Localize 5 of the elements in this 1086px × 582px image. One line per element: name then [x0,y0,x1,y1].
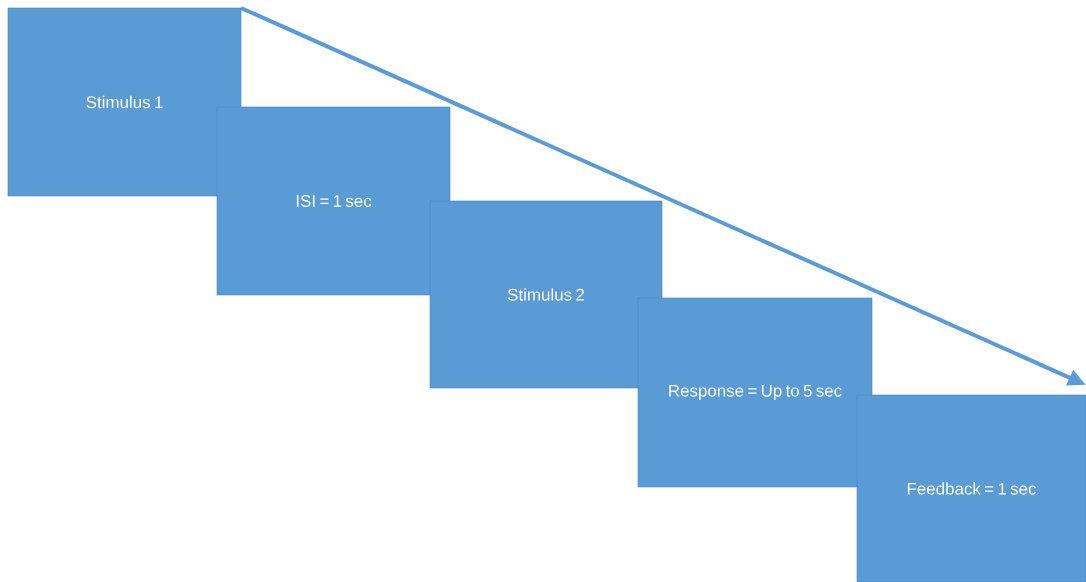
step-box: Stimulus 2 [429,200,663,389]
step-box: ISI = 1 sec [216,106,451,296]
step-box: Feedback = 1 sec [856,394,1086,582]
step-box: Stimulus 1 [7,7,242,197]
step-box: Response = Up to 5 sec [637,297,873,488]
